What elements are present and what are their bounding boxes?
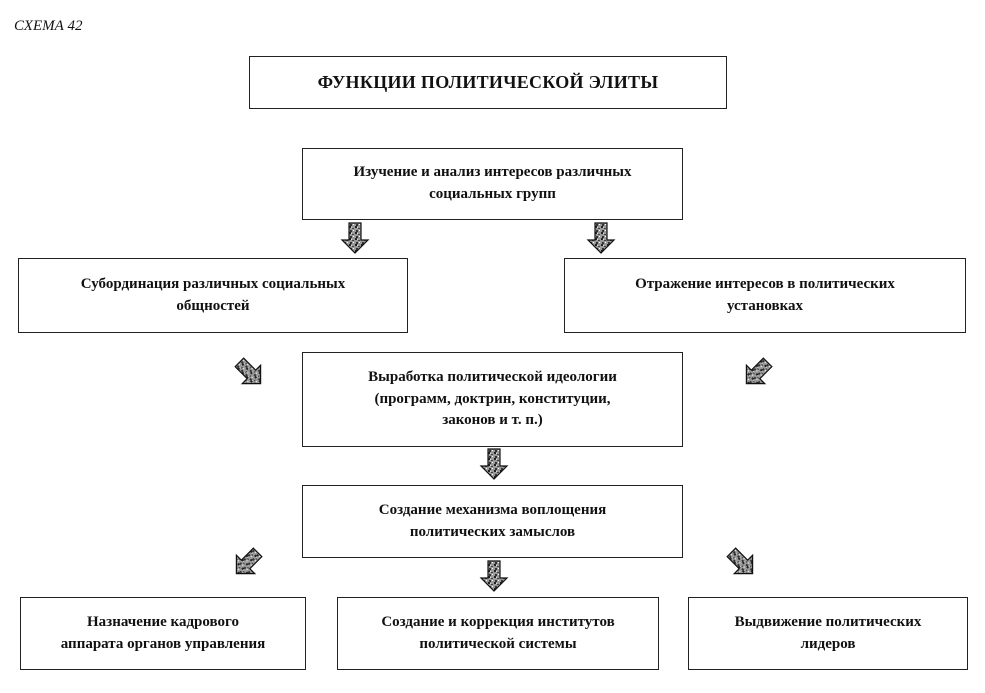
- box-analysis: Изучение и анализ интересов различных со…: [302, 148, 683, 220]
- arrow-diagonal-down-left-icon: [736, 352, 778, 394]
- box-ideology: Выработка политической идеологии (програ…: [302, 352, 683, 447]
- arrow-down-icon: [480, 560, 508, 592]
- box-analysis-text: Изучение и анализ интересов различных со…: [353, 164, 632, 202]
- arrow-down-icon: [341, 222, 369, 254]
- box-personnel-text: Назначение кадрового аппарата органов уп…: [60, 613, 266, 652]
- diagram-title: ФУНКЦИИ ПОЛИТИЧЕСКОЙ ЭЛИТЫ: [249, 56, 727, 109]
- box-subordination: Субординация различных социальных общнос…: [18, 258, 408, 333]
- arrow-diagonal-down-right-icon: [721, 542, 763, 584]
- box-institutions-text: Создание и коррекция институтов политиче…: [381, 613, 615, 652]
- arrow-down-icon: [480, 448, 508, 480]
- box-personnel: Назначение кадрового аппарата органов уп…: [20, 597, 306, 670]
- schema-label: СХЕМА 42: [14, 18, 83, 34]
- box-mechanism-text: Создание механизма воплощения политическ…: [378, 501, 607, 540]
- box-mechanism: Создание механизма воплощения политическ…: [302, 485, 683, 558]
- arrow-diagonal-down-left-icon: [226, 542, 268, 584]
- diagram-title-text: ФУНКЦИИ ПОЛИТИЧЕСКОЙ ЭЛИТЫ: [317, 72, 659, 93]
- box-reflection-text: Отражение интересов в политических устан…: [635, 275, 895, 314]
- box-leaders-text: Выдвижение политических лидеров: [734, 613, 922, 652]
- box-ideology-text: Выработка политической идеологии (програ…: [368, 368, 617, 429]
- box-institutions: Создание и коррекция институтов политиче…: [337, 597, 659, 670]
- box-subordination-text: Субординация различных социальных общнос…: [80, 275, 346, 314]
- box-leaders: Выдвижение политических лидеров: [688, 597, 968, 670]
- arrow-down-icon: [587, 222, 615, 254]
- arrow-diagonal-down-right-icon: [229, 352, 271, 394]
- box-reflection: Отражение интересов в политических устан…: [564, 258, 966, 333]
